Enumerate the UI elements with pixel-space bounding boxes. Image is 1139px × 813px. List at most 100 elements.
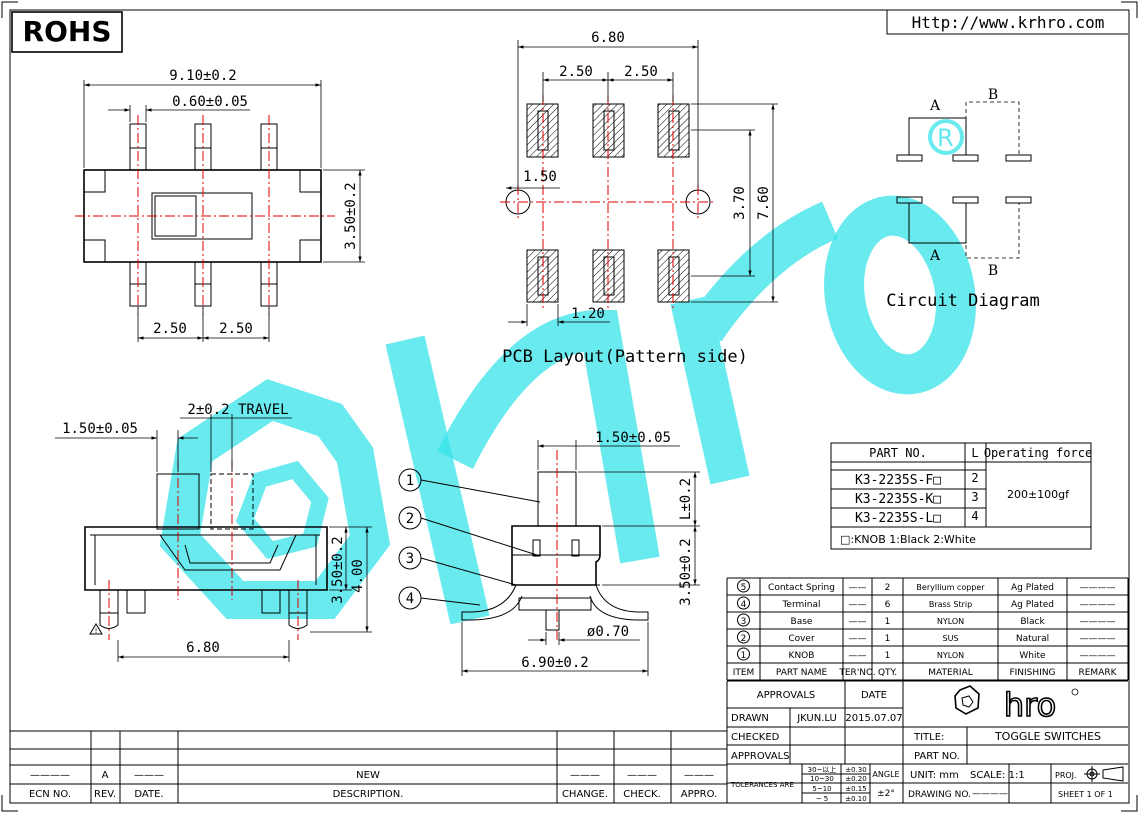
bom-cell-remark: ———— (1080, 634, 1116, 644)
front-travel-dim: 2±0.2 TRAVEL (187, 402, 288, 418)
bom-cell-name: Contact Spring (768, 583, 835, 593)
bom-cell-name: Cover (788, 634, 815, 644)
header-rev: REV. (94, 789, 116, 800)
tol-range-1: 30~以上 (808, 765, 837, 774)
rohs-box (11, 11, 123, 53)
website-url: Http://www.krhro.com (912, 13, 1105, 32)
bom-cell-material: Beryllium copper (916, 583, 985, 592)
rohs-label: ROHS (23, 15, 112, 48)
part-row-2: K3-2235S-K□ (855, 492, 941, 507)
callout-4: 4 (406, 591, 414, 607)
svg-text:———: ——— (627, 770, 657, 781)
side-width-dim: 6.90±0.2 (521, 655, 588, 671)
hro-logo: hro (954, 685, 1079, 725)
bom-cell-material: NYLON (937, 651, 964, 660)
front-view: 1.50±0.05 2±0.2 TRAVEL 3.50±0.2 4.00 6.8… (55, 402, 372, 662)
bom-cell-name: Terminal (781, 600, 820, 610)
drawn-date: 2015.07.07 (845, 713, 902, 724)
approvals-header: APPROVALS (757, 690, 816, 701)
scale-label: SCALE: 1:1 (970, 770, 1025, 781)
title-label: TITLE: (913, 732, 944, 743)
top-width-dim: 9.10±0.2 (169, 68, 236, 84)
circuit-label-b-top: B (988, 87, 998, 103)
bom-item-number: 1 (741, 651, 747, 661)
bom-item-circle (737, 579, 750, 593)
bom-cell-name: Base (791, 617, 813, 627)
svg-text:———: ——— (134, 770, 164, 781)
tol-range-4: ~ 5 (816, 795, 829, 803)
bom-cell-ter: —— (849, 583, 867, 593)
part-row-3-l: 4 (971, 509, 978, 523)
header-appro: APPRO. (681, 789, 718, 800)
bom-cell-ter: —— (849, 634, 867, 644)
bom-item-number: 5 (741, 583, 747, 593)
front-total-dim: 4.00 (350, 559, 366, 593)
bom-header-cell: QTY. (878, 668, 897, 678)
sheet-label: SHEET 1 OF 1 (1058, 790, 1113, 799)
drawing-frame (9, 9, 1130, 804)
pcb-inner-dim: 3.70 (732, 186, 748, 220)
pcb-hole-dim: 1.50 (523, 169, 557, 185)
callout-1: 1 (406, 473, 414, 489)
bom-cell-material: NYLON (937, 617, 964, 626)
angle-value: ±2° (877, 789, 895, 799)
part-table-header-part: PART NO. (869, 446, 927, 460)
part-row-3: K3-2235S-L□ (855, 511, 941, 526)
revision-block: ———— A ——— NEW ——— ——— ——— ECN NO. REV. … (10, 730, 727, 803)
top-pin-width-dim: 0.60±0.05 (172, 94, 248, 110)
bom-item-circle (737, 647, 750, 661)
front-pitch-dim: 6.80 (186, 640, 220, 656)
hro-logo-text: hro (1004, 686, 1056, 724)
tol-range-2: 10~30 (810, 775, 834, 783)
drawn-label: DRAWN (731, 713, 769, 724)
bom-header-cell: MATERIAL (928, 668, 973, 678)
circuit-label-a-bottom: A (929, 248, 941, 264)
title-block: APPROVALS DATE DRAWN JKUN.LU 2015.07.07 … (726, 680, 1128, 803)
side-body-dim: 3.50±0.2 (678, 538, 694, 605)
bom-item-circle (737, 630, 750, 644)
pcb-layout: 6.80 2.50 2.50 1.50 3.70 7.60 1.20 PCB L… (500, 30, 778, 367)
bom-cell-qty: 1 (885, 634, 891, 644)
part-row-1: K3-2235S-F□ (855, 473, 941, 488)
tol-value-4: ±0.10 (845, 795, 866, 803)
bom-cell-finishing: Black (1020, 617, 1045, 627)
header-ecn: ECN NO. (29, 789, 71, 800)
bom-cell-finishing: Ag Plated (1011, 583, 1054, 593)
url-box (886, 10, 1128, 35)
side-knob-dim: 1.50±0.05 (595, 430, 671, 446)
drawing-no-label: DRAWING NO. (908, 790, 971, 800)
revision-rev: A (102, 770, 109, 781)
top-pitch-left-dim: 2.50 (153, 321, 187, 337)
bom-cell-remark: ———— (1080, 583, 1116, 593)
approvals-label: APPROVALS (731, 751, 790, 762)
bom-cell-ter: —— (849, 600, 867, 610)
bom-cell-ter: —— (849, 617, 867, 627)
header-description: DESCRIPTION. (333, 789, 404, 800)
side-pin-dia-dim: ø0.70 (587, 624, 629, 640)
svg-text:!: ! (95, 627, 98, 635)
part-no-label: PART NO. (914, 751, 960, 762)
pcb-caption: PCB Layout(Pattern side) (502, 347, 748, 367)
bom-item-circle (737, 596, 750, 610)
bom-cell-qty: 6 (885, 600, 891, 610)
date-header: DATE (861, 690, 887, 701)
header-check: CHECK. (623, 789, 661, 800)
svg-text:———: ——— (570, 770, 600, 781)
circuit-label-a-top: A (929, 98, 941, 114)
tol-value-1: ±0.30 (845, 766, 866, 774)
pcb-pitch-left-dim: 2.50 (559, 64, 593, 80)
side-view: 1 2 3 4 1.50±0.05 L±0.2 3.50±0.2 ø0.70 6… (398, 430, 700, 676)
bom-header-cell: PART NAME (776, 668, 828, 678)
part-row-2-l: 3 (971, 490, 978, 504)
bom-header-cell: REMARK (1078, 668, 1117, 678)
callout-2: 2 (406, 511, 414, 527)
projection-symbol-icon (1084, 766, 1124, 782)
bom-header-cell: FINISHING (1009, 668, 1055, 678)
tol-value-3: ±0.15 (845, 785, 866, 793)
front-knob-dim: 1.50±0.05 (62, 421, 138, 437)
header-change: CHANGE. (562, 789, 608, 800)
drawn-by: JKUN.LU (796, 713, 837, 724)
